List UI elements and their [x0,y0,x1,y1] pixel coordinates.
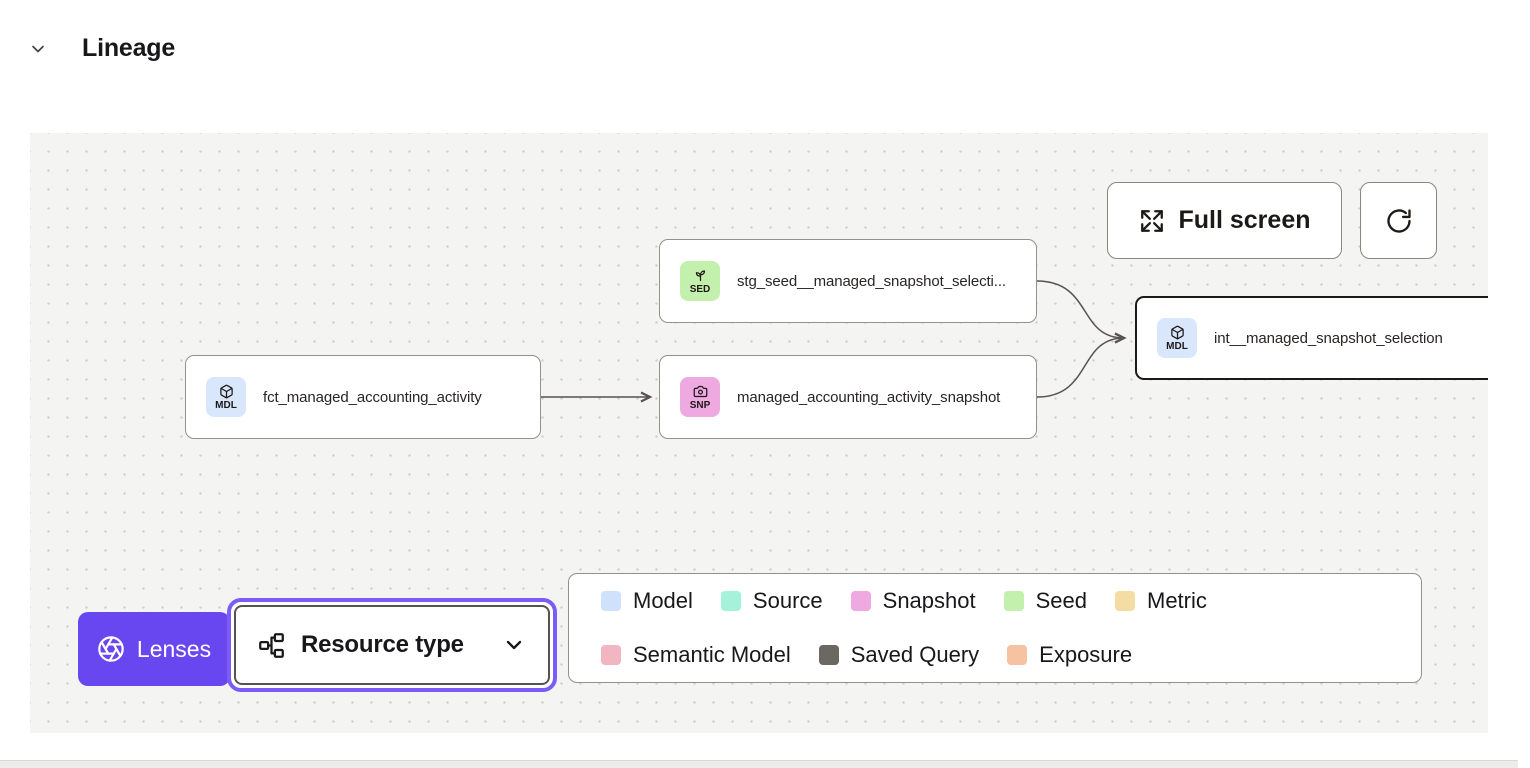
legend-item-exposure: Exposure [1007,642,1132,668]
legend-label: Seed [1035,588,1087,613]
legend-label: Model [633,588,693,613]
chevron-down-icon [506,640,522,650]
node-label: stg_seed__managed_snapshot_selecti... [737,272,1006,290]
legend-label: Saved Query [850,642,980,667]
edge-seed-to-int [1036,280,1127,344]
cube-icon [219,384,233,398]
resource-type-focus-ring: Resource type [227,598,557,692]
expand-icon [1140,209,1163,232]
legend-item-snapshot: Snapshot [850,588,976,614]
node-label: fct_managed_accounting_activity [263,388,482,406]
metric-swatch [1115,591,1135,611]
edge-snapshot-to-int [1036,332,1127,398]
snapshot-swatch [850,591,871,611]
legend-row: Semantic Model Saved Query Exposure [601,641,1421,669]
legend-item-semantic-model: Semantic Model [601,642,791,668]
legend-row: Model Source Snapshot Seed Metric [601,587,1421,615]
node-int-model[interactable]: MDL int__managed_snapshot_selection [1135,296,1488,380]
node-seed[interactable]: SED stg_seed__managed_snapshot_selecti..… [659,239,1037,323]
collapse-chevron-icon[interactable] [28,39,48,59]
sprout-icon [695,269,705,281]
legend-label: Exposure [1039,642,1133,667]
full-screen-label: Full screen [1178,206,1311,234]
seed-swatch [1003,591,1024,611]
legend-item-saved-query: Saved Query [818,642,980,668]
legend-label: Semantic Model [633,642,791,667]
refresh-button[interactable] [1360,182,1437,259]
saved-query-swatch [818,645,839,665]
seed-badge: SED [680,261,720,301]
semantic-model-swatch [601,645,621,665]
full-screen-button[interactable]: Full screen [1107,182,1342,259]
resource-type-dropdown[interactable]: Resource type [234,605,550,685]
camera-icon [693,385,707,397]
node-snapshot[interactable]: SNP managed_accounting_activity_snapshot [659,355,1037,439]
lenses-label: Lenses [136,635,212,662]
lineage-canvas[interactable]: SED stg_seed__managed_snapshot_selecti..… [30,133,1488,733]
hierarchy-icon [259,632,284,658]
source-swatch [720,591,741,611]
legend-panel: Model Source Snapshot Seed Metric S [568,573,1422,683]
badge-text: SNP [689,399,711,411]
badge-text: MDL [215,399,237,411]
snapshot-badge: SNP [680,377,720,417]
legend-label: Snapshot [882,588,976,613]
node-label: managed_accounting_activity_snapshot [737,388,1001,406]
bottom-divider [0,760,1518,768]
legend-item-model: Model [601,588,693,614]
node-fct-model[interactable]: MDL fct_managed_accounting_activity [185,355,541,439]
model-badge: MDL [206,377,246,417]
legend-item-source: Source [720,588,823,614]
aperture-icon [98,636,124,662]
badge-text: MDL [1166,340,1188,352]
legend-item-seed: Seed [1003,588,1087,614]
lineage-section-header: Lineage [28,34,175,63]
cube-icon [1170,325,1184,339]
badge-text: SED [689,283,711,295]
resource-type-label: Resource type [301,631,464,658]
lenses-button[interactable]: Lenses [78,612,230,686]
legend-item-metric: Metric [1115,588,1207,614]
model-badge: MDL [1157,318,1197,358]
refresh-icon [1386,208,1411,233]
legend-label: Metric [1147,588,1207,613]
node-label: int__managed_snapshot_selection [1214,329,1443,347]
exposure-swatch [1007,645,1028,665]
legend-label: Source [752,588,823,613]
model-swatch [601,591,621,611]
page-title: Lineage [82,34,176,62]
